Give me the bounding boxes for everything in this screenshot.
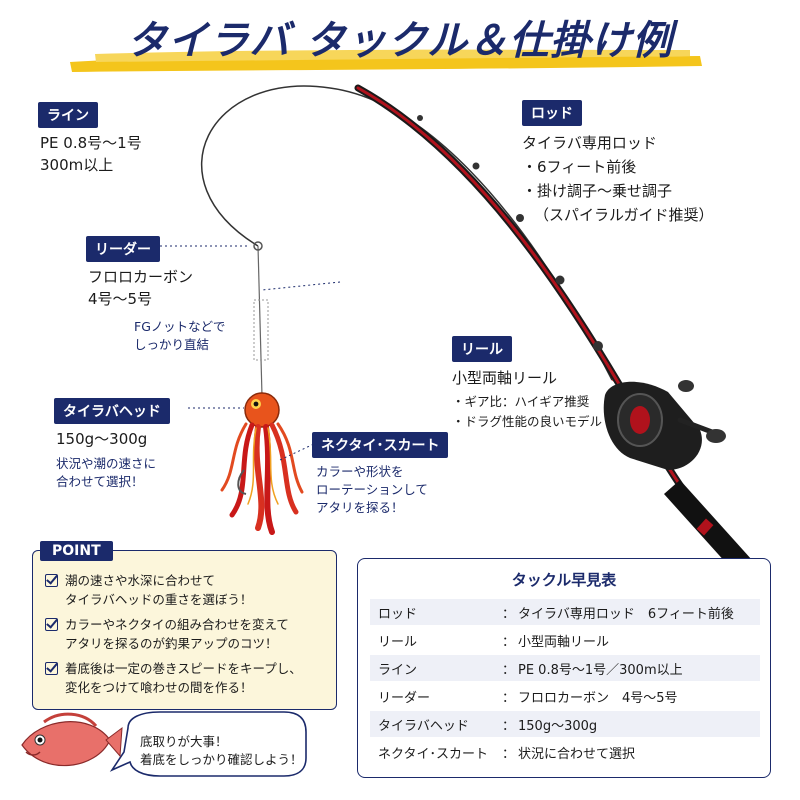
table-row: ロッド ： タイラバ専用ロッド 6フィート前後: [370, 599, 760, 625]
table-row: タイラバヘッド ： 150g〜300g: [370, 711, 760, 737]
rod-tag: ロッド: [522, 100, 582, 126]
grip-accent: [696, 518, 714, 536]
line-spec-length: 300m以上: [40, 156, 114, 174]
rod-guide: [516, 214, 524, 222]
table-row: ライン ： PE 0.8号〜1号／300m以上: [370, 655, 760, 681]
leader-spec-material: フロロカーボン: [88, 268, 194, 286]
reel-note-drag: ・ドラグ性能の良いモデル: [452, 414, 603, 429]
necktie-note-1: カラーや形状を: [316, 464, 404, 479]
table-row: リール ： 小型両軸リール: [378, 635, 610, 650]
table-row: ネクタイ･スカート ： 状況に合わせて選択: [378, 747, 636, 762]
brush-stroke-decoration: [70, 49, 702, 72]
tairaba-head-icon: [244, 392, 280, 428]
rod-guide: [593, 341, 603, 351]
leader-note-2: しっかり直結: [134, 337, 210, 352]
checkbox-icon: [45, 574, 58, 587]
point-item: 着底後は一定の巻きスピードをキープし、 変化をつけて喰わせの間を作る！: [45, 659, 302, 697]
necktie-skirt-icon: [220, 422, 304, 535]
rod-guide: [555, 275, 565, 285]
hook-icon: [237, 469, 247, 495]
necktie-note-3: アタリを探る！: [316, 500, 404, 515]
leader-line: [257, 245, 263, 397]
baitcast-reel-icon: [603, 380, 726, 470]
line-to-reel: [611, 379, 665, 413]
point-box: 潮の速さや水深に合わせて タイラバヘッドの重さを選ぼう！ カラーやネクタイの組み…: [32, 550, 337, 710]
rod-spec-guide: （スパイラルガイド推奨）: [534, 206, 714, 224]
point-item: カラーやネクタイの組み合わせを変えて アタリを探るのが釣果アップのコツ！: [45, 615, 289, 653]
swivel-icon: [253, 241, 263, 251]
line-spec-weight: PE 0.8号〜1号: [40, 134, 142, 152]
necktie-note-2: ローテーションして: [316, 482, 428, 497]
head-spec-weight: 150g〜300g: [56, 430, 148, 448]
leader-tag: リーダー: [86, 236, 160, 262]
title-banner: タイラバ タックル＆仕掛け例: [0, 0, 800, 82]
head-note-1: 状況や潮の速さに: [56, 456, 157, 471]
reel-spec-type: 小型両軸リール: [452, 369, 558, 387]
rod-guide: [417, 115, 423, 121]
fishing-line: [200, 85, 613, 381]
checkbox-icon: [45, 662, 58, 675]
head-tag: タイラバヘッド: [54, 398, 170, 424]
checkbox-icon: [45, 618, 58, 631]
point-item: 潮の速さや水深に合わせて タイラバヘッドの重さを選ぼう！: [45, 571, 252, 609]
tackle-table: タックル早見表 ロッド ： タイラバ専用ロッド 6フィート前後 リール ： 小型…: [357, 558, 771, 778]
reel-note-gear: ・ギア比：ハイギア推奨: [452, 394, 590, 409]
fg-knot-callout-line: [261, 281, 341, 291]
rod-spec-length: ・6フィート前後: [522, 158, 637, 176]
leader-spec-size: 4号〜5号: [88, 290, 153, 308]
rod-guide: [472, 162, 480, 170]
red-sea-bream-icon: [21, 712, 123, 767]
head-note-2: 合わせて選択！: [56, 474, 144, 489]
table-title: タックル早見表: [511, 571, 617, 589]
bubble-text: 底取りが大事！ 着底をしっかり確認しよう！: [140, 734, 303, 767]
rod-spec-type: タイラバ専用ロッド: [522, 134, 657, 152]
point-tag: POINT: [40, 541, 113, 561]
necktie-tag: ネクタイ･スカート: [312, 432, 449, 458]
page-title: タイラバ タックル＆仕掛け例: [126, 18, 674, 64]
assist-hook-line: [253, 299, 269, 361]
table-row: リーダー ： フロロカーボン 4号〜5号: [378, 691, 678, 706]
line-tag: ライン: [38, 102, 98, 128]
reel-tag: リール: [452, 336, 512, 362]
rod-spec-action: ・掛け調子〜乗せ調子: [522, 182, 673, 200]
leader-note-1: FGノットなどで: [134, 319, 226, 334]
